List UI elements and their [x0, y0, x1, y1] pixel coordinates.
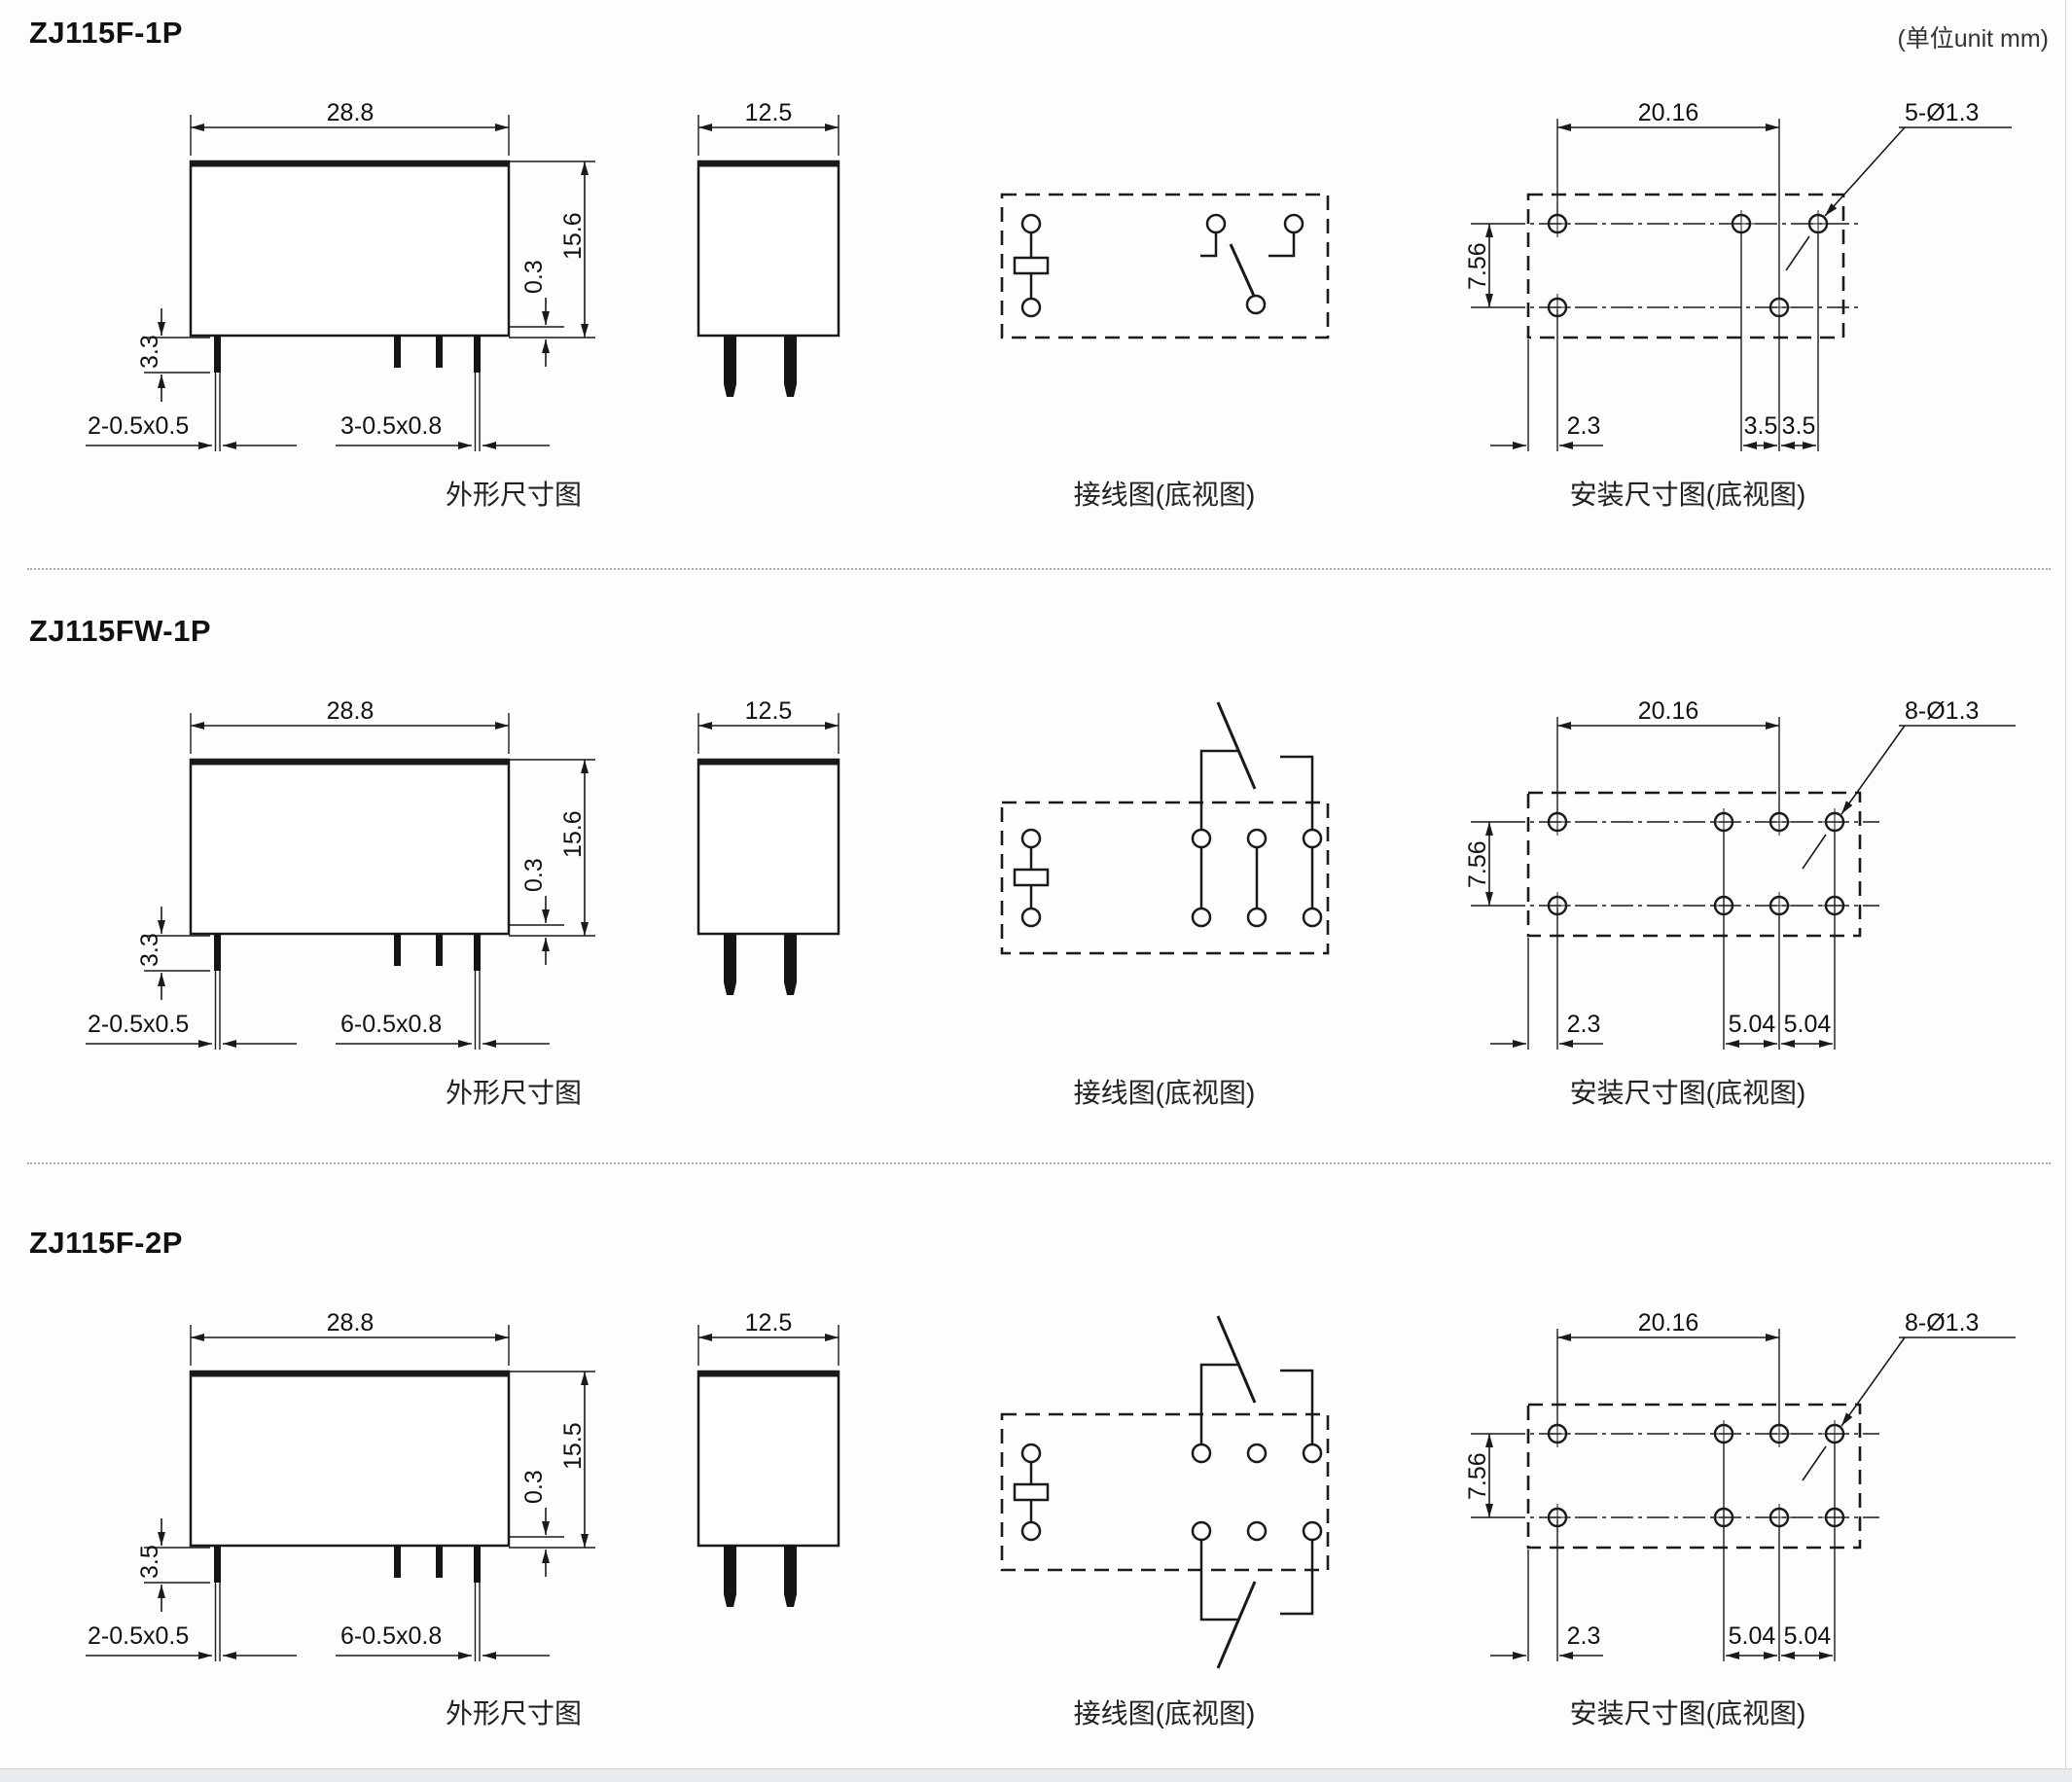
row3-drawings: 28.8 3.5 0.3 15.5 2-0.5x0.5 6-0.5x0.8 — [86, 1309, 2016, 1669]
caption-mounting-3: 安装尺寸图(底视图) — [1569, 1698, 1806, 1729]
caption-outline-2: 外形尺寸图 — [445, 1078, 583, 1108]
outline-front-view: 28.8 3.3 0.3 15.6 2-0.5x0.5 — [86, 99, 595, 451]
wiring-diagram-1p — [1000, 193, 1330, 339]
dim-contact-pin-spec: 3-0.5x0.8 — [340, 412, 442, 440]
dim-hole-pitch: 20.16 — [1638, 697, 1699, 725]
mounting-holes — [1544, 808, 1848, 919]
outline-side-view: 12.5 — [697, 1309, 840, 1607]
dim-coil-pin-spec: 2-0.5x0.5 — [88, 412, 189, 440]
dim-spacing-b: 5.04 — [1784, 1622, 1832, 1650]
mounting-diagram-8holes: 20.16 7.56 2.3 5.04 5.04 8-Ø1.3 — [1464, 1309, 2016, 1661]
caption-outline-1: 外形尺寸图 — [445, 480, 583, 510]
caption-mounting-2: 安装尺寸图(底视图) — [1569, 1078, 1806, 1108]
caption-outline-3: 外形尺寸图 — [445, 1698, 583, 1729]
dim-row-pitch: 7.56 — [1464, 840, 1491, 888]
contact-symbol-bottom — [1191, 1520, 1323, 1669]
dim-coil-pin-spec: 2-0.5x0.5 — [88, 1011, 189, 1038]
dim-edge-offset: 2.3 — [1567, 412, 1601, 440]
dim-edge-offset: 2.3 — [1567, 1011, 1601, 1038]
model-title-2: ZJ115FW-1P — [29, 614, 212, 648]
unit-note: (单位unit mm) — [1897, 25, 2049, 53]
caption-wiring-1: 接线图(底视图) — [1073, 480, 1256, 510]
dim-side-width: 12.5 — [745, 99, 793, 126]
dim-spacing-b: 3.5 — [1782, 412, 1816, 440]
relay-body — [189, 758, 511, 936]
mounting-holes — [1544, 210, 1832, 321]
dim-contact-pin-spec: 6-0.5x0.8 — [340, 1011, 442, 1038]
contact-symbol — [1191, 701, 1323, 928]
contact-symbol-top — [1191, 1315, 1323, 1464]
coil-symbol — [1013, 828, 1050, 928]
dim-body-height: 15.5 — [559, 1422, 587, 1470]
caption-wiring-3: 接线图(底视图) — [1073, 1698, 1256, 1729]
outline-side-view: 12.5 — [697, 697, 840, 995]
outline-side-view: 12.5 — [697, 99, 840, 397]
outline-front-view: 28.8 3.3 0.3 15.6 2-0.5x0.5 6-0.5x0.8 — [86, 697, 595, 1050]
caption-wiring-2: 接线图(底视图) — [1073, 1078, 1256, 1108]
dim-pin-stub: 3.3 — [136, 335, 163, 369]
outline-front-view: 28.8 3.5 0.3 15.5 2-0.5x0.5 6-0.5x0.8 — [86, 1309, 595, 1661]
dim-hole-pitch: 20.16 — [1638, 1309, 1699, 1336]
dim-standoff: 0.3 — [520, 260, 548, 294]
dim-pin-stub: 3.5 — [136, 1545, 163, 1579]
dim-contact-pin-spec: 6-0.5x0.8 — [340, 1622, 442, 1650]
model-title-3: ZJ115F-2P — [29, 1226, 183, 1260]
row2-drawings: 28.8 3.3 0.3 15.6 2-0.5x0.5 6-0.5x0.8 — [86, 697, 2016, 1050]
page-footer-strip — [0, 1768, 2072, 1782]
dim-edge-offset: 2.3 — [1567, 1622, 1601, 1650]
page-edge-line — [2065, 0, 2066, 1768]
holes-label: 8-Ø1.3 — [1905, 1309, 1979, 1336]
dim-coil-pin-spec: 2-0.5x0.5 — [88, 1622, 189, 1650]
dim-row-pitch: 7.56 — [1464, 1452, 1491, 1500]
dim-body-height: 15.6 — [559, 810, 587, 858]
caption-mounting-1: 安装尺寸图(底视图) — [1569, 480, 1806, 510]
dim-row-pitch: 7.56 — [1464, 242, 1491, 290]
dim-spacing-b: 5.04 — [1784, 1011, 1832, 1038]
wiring-diagram-fw1p — [1000, 701, 1330, 955]
dim-body-height: 15.6 — [559, 212, 587, 260]
dim-standoff: 0.3 — [520, 858, 548, 892]
dim-body-width: 28.8 — [327, 697, 375, 725]
dim-body-width: 28.8 — [327, 99, 375, 126]
dim-body-width: 28.8 — [327, 1309, 375, 1336]
dim-spacing-a: 5.04 — [1729, 1622, 1776, 1650]
relay-body — [189, 1370, 511, 1548]
dim-side-width: 12.5 — [745, 1309, 793, 1336]
model-title-1: ZJ115F-1P — [29, 16, 183, 50]
holes-label: 8-Ø1.3 — [1905, 697, 1979, 725]
row1-drawings: 28.8 3.3 0.3 15.6 2-0.5x0.5 — [86, 99, 2012, 451]
mounting-holes — [1544, 1420, 1848, 1531]
dim-pin-stub: 3.3 — [136, 933, 163, 967]
dim-spacing-a: 5.04 — [1729, 1011, 1776, 1038]
coil-symbol — [1013, 213, 1050, 318]
relay-body — [189, 160, 511, 338]
holes-label: 5-Ø1.3 — [1905, 99, 1979, 126]
dim-standoff: 0.3 — [520, 1470, 548, 1504]
row-separator-2 — [27, 1162, 2051, 1164]
wiring-diagram-2p — [1000, 1315, 1330, 1669]
coil-symbol — [1013, 1443, 1050, 1542]
dim-spacing-a: 3.5 — [1744, 412, 1778, 440]
mounting-diagram-5holes: 20.16 7.56 2.3 3.5 3.5 5-Ø1.3 — [1464, 99, 2012, 451]
dim-side-width: 12.5 — [745, 697, 793, 725]
row-separator-1 — [27, 568, 2051, 570]
dim-hole-pitch: 20.16 — [1638, 99, 1699, 126]
contact-symbol — [1200, 213, 1304, 315]
mounting-diagram-8holes: 20.16 7.56 2.3 5.04 5.04 8-Ø1.3 — [1464, 697, 2016, 1050]
